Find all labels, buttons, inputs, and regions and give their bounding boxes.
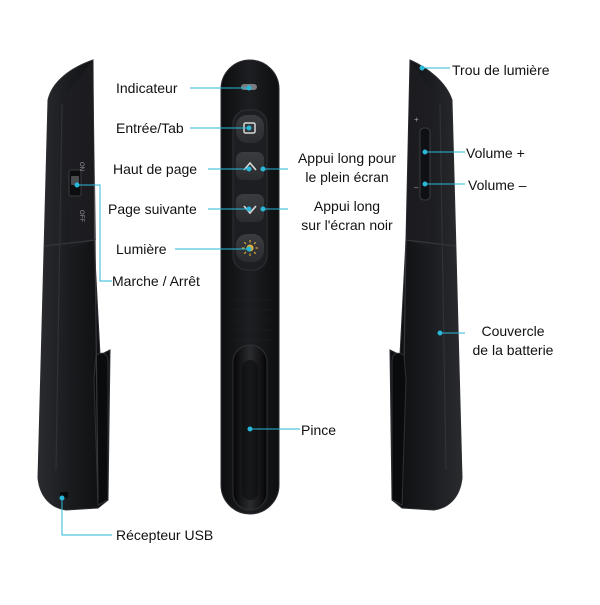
- label-page-suivante: Page suivante: [108, 201, 197, 217]
- label-haut-de-page: Haut de page: [113, 161, 198, 177]
- label-trou-de-lumiere: Trou de lumière: [452, 62, 550, 78]
- right-clip: [391, 352, 407, 506]
- label-appui-long-plein-ecran-line2: le plein écran: [305, 169, 389, 185]
- left-side-view: ON OFF: [37, 59, 111, 511]
- page-up-button: [236, 152, 264, 180]
- callout-lines: [59, 65, 465, 536]
- label-appui-long-ecran-noir: Appui long sur l'écran noir: [288, 197, 406, 235]
- switch-off-label: OFF: [78, 210, 84, 222]
- label-couvercle-batterie: Couvercle de la batterie: [458, 322, 568, 360]
- right-side-view: + –: [389, 59, 463, 511]
- label-appui-long-plein-ecran-line1: Appui long pour: [297, 150, 397, 166]
- label-volume-moins: Volume –: [468, 177, 527, 193]
- label-appui-long-ecran-noir-line1: Appui long: [313, 198, 381, 214]
- label-entree-tab: Entrée/Tab: [116, 120, 184, 136]
- label-couvercle-line1: Couvercle: [481, 323, 545, 339]
- volume-rocker: [419, 127, 431, 201]
- front-view: [220, 59, 280, 515]
- chevron-down-icon: [243, 205, 257, 215]
- label-volume-plus: Volume +: [466, 145, 525, 161]
- chevron-up-icon: [243, 161, 257, 171]
- label-marche-arret: Marche / Arrêt: [112, 273, 200, 289]
- label-appui-long-ecran-noir-line2: sur l'écran noir: [301, 217, 393, 233]
- label-couvercle-line2: de la batterie: [472, 342, 554, 358]
- label-appui-long-plein-ecran: Appui long pour le plein écran: [288, 149, 406, 187]
- label-pince: Pince: [301, 422, 337, 438]
- label-recepteur-usb: Récepteur USB: [116, 527, 214, 543]
- volume-minus-mark: –: [414, 183, 419, 192]
- label-lumiere: Lumière: [116, 241, 167, 257]
- switch-on-label: ON: [78, 162, 84, 171]
- volume-plus-mark: +: [414, 115, 419, 124]
- label-indicateur: Indicateur: [116, 80, 178, 96]
